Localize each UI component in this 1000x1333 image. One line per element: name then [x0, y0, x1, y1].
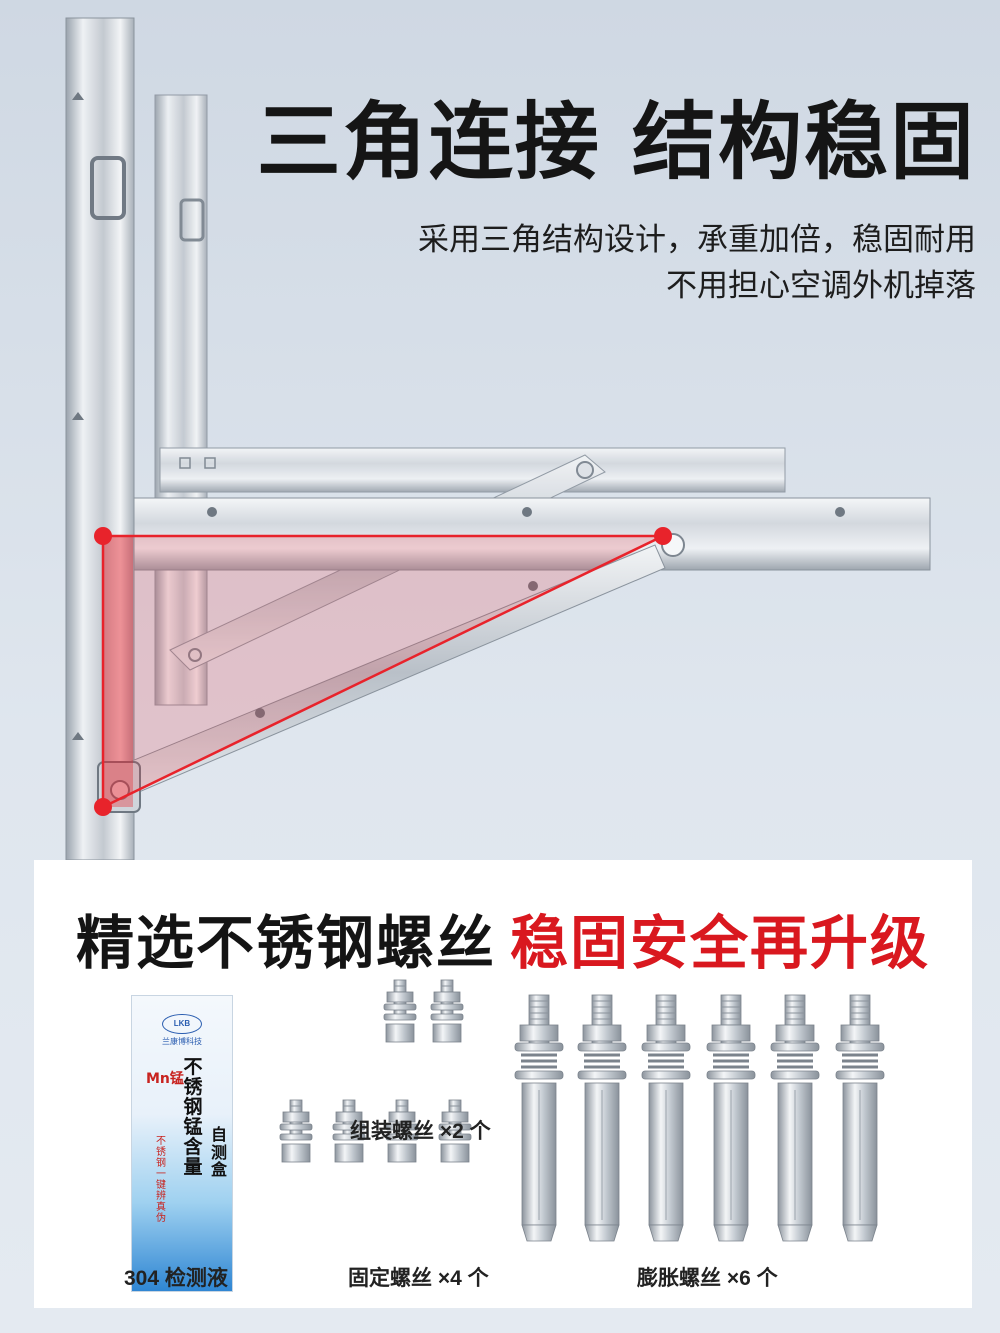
test-kit-box: LKB 兰康博科技 Mn锰 不锈钢锰含量 自测盒 不锈钢一键辨真伪: [131, 995, 233, 1292]
screws-card: 精选不锈钢螺丝稳固安全再升级 LKB 兰康博科技 Mn锰 不锈钢锰含量 自测盒 …: [34, 860, 972, 1308]
test-liquid-label: 304 检测液: [124, 1267, 228, 1290]
triangle-highlight: [94, 527, 672, 816]
screws-illustration: [279, 979, 886, 1243]
kit-mn-label: Mn锰: [146, 1071, 184, 1087]
kit-brand: 兰康博科技: [162, 1037, 202, 1046]
hero-subline-1: 采用三角结构设计，承重加倍，稳固耐用: [418, 222, 976, 258]
bracket-illustration: [65, 17, 931, 860]
assembly-screws-graphic: [383, 979, 464, 1043]
front-arm: [133, 497, 931, 571]
hero-subline-2: 不用担心空调外机掉落: [666, 268, 976, 304]
fixing-screws-label: 固定螺丝 ×4 个: [348, 1267, 489, 1290]
screws-title: 精选不锈钢螺丝稳固安全再升级: [34, 896, 972, 980]
expansion-screws-label: 膨胀螺丝 ×6 个: [637, 1267, 778, 1290]
kit-vertical-main: 不锈钢锰含量: [183, 1056, 203, 1178]
hero-section: 三角连接 结构稳固 采用三角结构设计，承重加倍，稳固耐用 不用担心空调外机掉落: [65, 17, 976, 860]
kit-logo: LKB: [162, 1014, 202, 1034]
front-wall-plate: [65, 17, 135, 860]
screws-title-dark: 精选不锈钢螺丝: [75, 909, 496, 977]
expansion-screws-graphic: [513, 993, 886, 1243]
screws-title-red: 稳固安全再升级: [510, 909, 931, 977]
kit-vertical-red: 不锈钢一键辨真伪: [156, 1136, 166, 1224]
hero-headline: 三角连接 结构稳固: [256, 93, 976, 191]
kit-vertical-side: 自测盒: [210, 1125, 227, 1180]
assembly-screws-label: 组装螺丝 ×2 个: [350, 1120, 491, 1143]
